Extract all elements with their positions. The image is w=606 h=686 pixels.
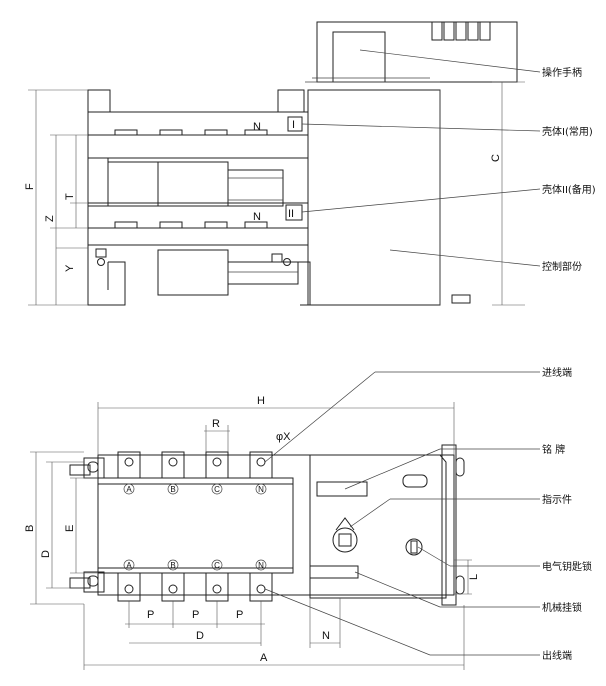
label-outgoing-terminal: 出线端 xyxy=(542,649,572,662)
shell1-terminals xyxy=(114,129,268,136)
dim-p-3: P xyxy=(236,609,243,621)
side-view xyxy=(28,21,541,306)
mark-roman-1: I xyxy=(292,119,295,131)
dim-c: C xyxy=(490,154,502,162)
label-nameplate: 铭 牌 xyxy=(542,443,565,456)
mechanical-padlock xyxy=(309,565,359,579)
dim-p-2: P xyxy=(192,609,199,621)
incoming-terminals xyxy=(117,451,273,479)
handle-grip-ridges xyxy=(431,21,491,41)
phase-n-top: N xyxy=(258,485,264,494)
handle-housing xyxy=(316,21,518,83)
label-operating-handle: 操作手柄 xyxy=(542,66,582,79)
mark-n-bottom: N xyxy=(253,211,261,223)
dim-z: Z xyxy=(44,215,56,222)
dim-l: L xyxy=(468,574,480,580)
label-indicator: 指示件 xyxy=(542,493,572,506)
side-leaders xyxy=(301,49,541,267)
nameplate xyxy=(316,481,368,497)
dim-h: H xyxy=(257,395,265,407)
phase-a-bottom: A xyxy=(126,561,132,570)
dim-d-bottom: D xyxy=(196,630,204,642)
shell2-badge xyxy=(285,204,303,221)
label-electric-key-lock: 电气钥匙锁 xyxy=(542,560,592,573)
top-leaders xyxy=(264,371,540,656)
side-dimensions xyxy=(28,81,525,306)
dim-p-1: P xyxy=(147,609,154,621)
label-shell-2: 壳体II(备用) xyxy=(542,183,596,196)
mark-n-top: N xyxy=(253,121,261,133)
phase-n-bottom: N xyxy=(258,561,264,570)
electric-key-lock xyxy=(405,538,423,556)
dim-a: A xyxy=(260,652,268,664)
breaker-body xyxy=(97,477,294,574)
phase-a-top: A xyxy=(126,485,132,494)
dim-phi-x: φX xyxy=(276,431,291,443)
label-shell-1: 壳体I(常用) xyxy=(542,125,593,138)
label-control-section: 控制部份 xyxy=(542,260,582,273)
outgoing-terminals xyxy=(117,572,273,602)
dim-r: R xyxy=(212,418,220,430)
phase-b-bottom: B xyxy=(170,561,175,570)
top-view xyxy=(30,371,540,670)
label-mechanical-padlock: 机械挂锁 xyxy=(542,601,582,614)
dim-n: N xyxy=(322,630,330,642)
shell2-terminals xyxy=(114,221,268,229)
dim-e: E xyxy=(64,525,76,532)
operating-handle xyxy=(332,31,386,83)
control-section xyxy=(307,89,441,306)
dim-t: T xyxy=(64,193,76,200)
top-body-outline xyxy=(97,454,455,596)
label-incoming-terminal: 进线端 xyxy=(542,366,572,379)
mark-roman-2: II xyxy=(288,208,294,220)
dim-d-left: D xyxy=(40,550,52,558)
indicator xyxy=(332,527,358,553)
dim-f: F xyxy=(24,183,36,190)
phase-markers xyxy=(123,483,267,571)
phase-c-top: C xyxy=(214,485,220,494)
dim-b: B xyxy=(24,525,36,532)
phase-b-top: B xyxy=(170,485,175,494)
top-dimensions xyxy=(30,402,472,670)
phase-c-bottom: C xyxy=(214,561,220,570)
dim-y: Y xyxy=(64,264,76,272)
